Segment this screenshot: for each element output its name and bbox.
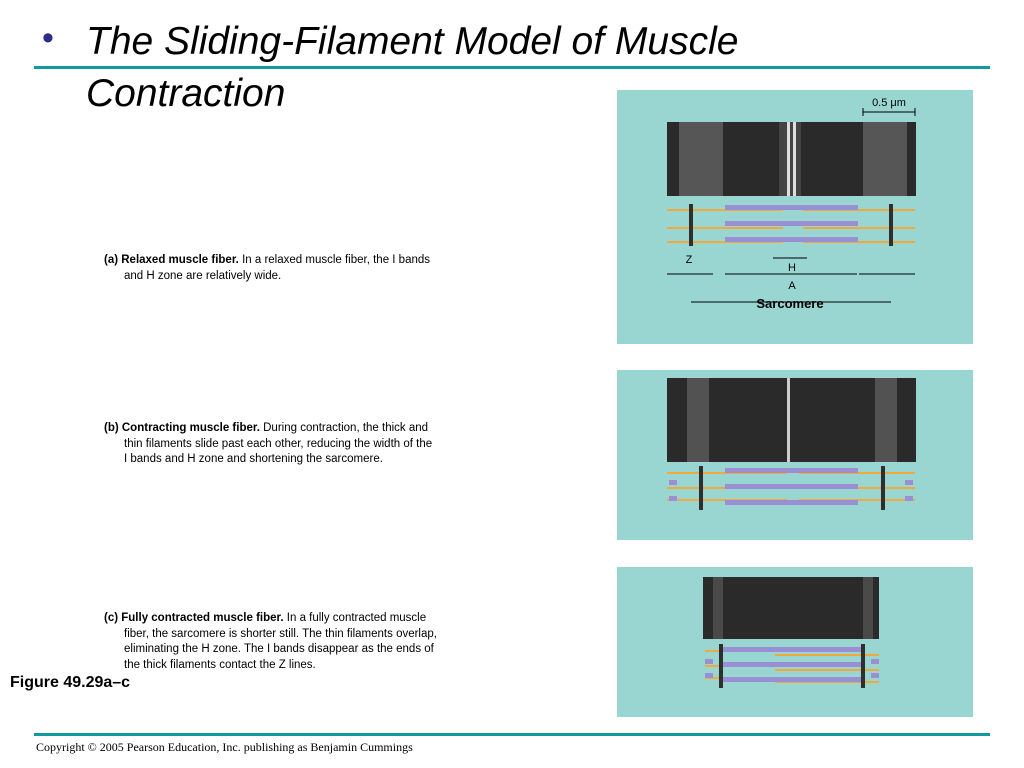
- z-line-right: [881, 466, 885, 510]
- thick-filament: [725, 221, 858, 226]
- slide-title: The Sliding-Filament Model of Muscle Con…: [86, 20, 739, 115]
- caption-c-text4: the thick filaments contact the Z lines.: [124, 658, 316, 671]
- caption-b-lead: (b) Contracting muscle fiber.: [104, 422, 260, 434]
- micrograph-m-line: [787, 122, 790, 196]
- micrograph-i-band-left: [679, 122, 723, 196]
- caption-c-text3: eliminating the H zone. The I bands disa…: [124, 643, 434, 655]
- thick-filament-stub: [871, 659, 879, 664]
- caption-contracting: (b) Contracting muscle fiber. During con…: [104, 421, 504, 468]
- z-line-right: [861, 644, 865, 688]
- caption-a-text1: In a relaxed muscle fiber, the I bands: [242, 254, 431, 266]
- sarcomere-label: Sarcomere: [756, 296, 823, 311]
- thick-filament-stub: [705, 673, 713, 678]
- thick-filament: [723, 677, 861, 682]
- thick-filament: [725, 237, 858, 242]
- thick-filament: [723, 647, 861, 652]
- thick-filament-stub: [871, 673, 879, 678]
- micrograph-i-band-right: [863, 122, 907, 196]
- caption-b-text3: I bands and H zone and shortening the sa…: [124, 453, 383, 465]
- panel-fully-contracted: [617, 567, 973, 717]
- a-label: A: [788, 280, 796, 292]
- caption-a-text2: and H zone are relatively wide.: [124, 269, 282, 282]
- title-rule: [34, 66, 990, 69]
- micrograph-z-band-right: [863, 577, 873, 639]
- caption-b-text1: During contraction, the thick and: [263, 422, 429, 434]
- caption-relaxed: (a) Relaxed muscle fiber. In a relaxed m…: [104, 253, 504, 284]
- panel-fully-contracted-diagram: [703, 577, 879, 688]
- z-line-left: [719, 644, 723, 688]
- footer-rule: [34, 733, 990, 736]
- caption-c-text1: In a fully contracted muscle: [286, 612, 427, 624]
- micrograph-m-line: [787, 378, 790, 462]
- thick-filament-stub: [669, 480, 677, 485]
- panel-contracting-diagram: [667, 378, 916, 510]
- title-bullet: •: [42, 19, 54, 57]
- micrograph-z-band-left: [713, 577, 723, 639]
- h-label: H: [788, 262, 796, 274]
- z-line-left: [699, 466, 703, 510]
- caption-c-text2: fiber, the sarcomere is shorter still. T…: [124, 627, 437, 640]
- scale-label: 0.5 μm: [872, 97, 906, 109]
- copyright: Copyright © 2005 Pearson Education, Inc.…: [36, 740, 413, 754]
- caption-a-lead: (a) Relaxed muscle fiber.: [104, 254, 239, 266]
- z-line-left: [689, 204, 693, 246]
- thick-filament-stub: [705, 659, 713, 664]
- panel-contracting: [617, 370, 973, 540]
- z-label: Z: [686, 254, 693, 266]
- thick-filament-stub: [905, 496, 913, 501]
- thick-filament: [725, 484, 858, 489]
- micrograph-fully-contracted: [703, 577, 879, 639]
- z-line-right: [889, 204, 893, 246]
- micrograph-i-band-left: [687, 378, 709, 462]
- thick-filament: [725, 500, 858, 505]
- panel-relaxed-diagram: 0.5 μm Z H A Sarcomere: [667, 97, 916, 311]
- thick-filament: [723, 662, 861, 667]
- thick-filament: [725, 468, 858, 473]
- panel-relaxed: 0.5 μm Z H A Sarcomere: [617, 90, 973, 344]
- micrograph-i-band-right: [875, 378, 897, 462]
- caption-b-text2: thin filaments slide past each other, re…: [124, 437, 433, 450]
- micrograph-m-line-2: [793, 122, 796, 196]
- caption-fully-contracted: (c) Fully contracted muscle fiber. In a …: [104, 611, 514, 673]
- thick-filament-stub: [669, 496, 677, 501]
- caption-c-lead: (c) Fully contracted muscle fiber.: [104, 612, 284, 624]
- figure-label: Figure 49.29a–c: [10, 674, 131, 691]
- thick-filament: [725, 205, 858, 210]
- thick-filament-stub: [905, 480, 913, 485]
